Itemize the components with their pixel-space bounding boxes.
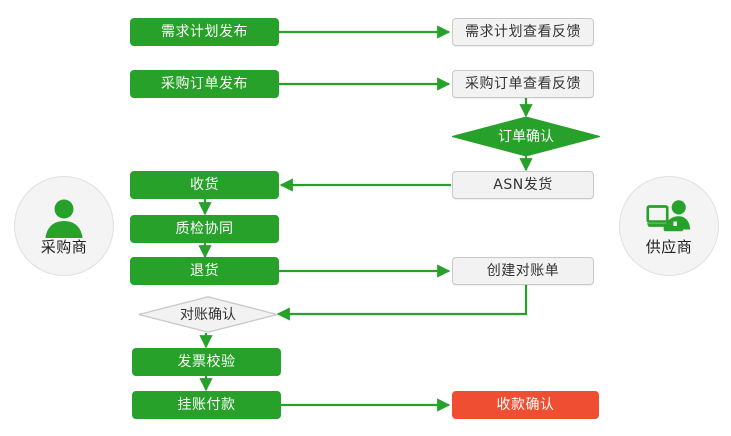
node-pending-payment[interactable]: 挂账付款 — [132, 391, 281, 419]
node-purchase-order-feedback-label: 采购订单查看反馈 — [465, 76, 581, 92]
node-demand-plan-publish-label: 需求计划发布 — [161, 24, 248, 40]
node-reconciliation-confirm-label: 对账确认 — [180, 306, 236, 323]
node-asn-shipment-label: ASN发货 — [493, 177, 553, 193]
node-invoice-check[interactable]: 发票校验 — [132, 348, 281, 376]
node-return-goods[interactable]: 退货 — [130, 257, 279, 285]
node-create-reconciliation[interactable]: 创建对账单 — [452, 257, 594, 285]
actor-buyer-label: 采购商 — [40, 238, 88, 256]
person-icon — [45, 199, 83, 238]
node-order-confirm[interactable]: 订单确认 — [452, 117, 600, 156]
node-demand-plan-publish[interactable]: 需求计划发布 — [130, 18, 279, 46]
node-demand-plan-feedback[interactable]: 需求计划查看反馈 — [452, 18, 594, 46]
actor-buyer[interactable]: 采购商 — [14, 176, 114, 276]
node-reconciliation-confirm[interactable]: 对账确认 — [138, 296, 278, 333]
node-invoice-check-label: 发票校验 — [177, 354, 236, 370]
node-receive-goods-label: 收货 — [190, 177, 219, 193]
node-create-reconciliation-label: 创建对账单 — [486, 263, 560, 279]
node-asn-shipment[interactable]: ASN发货 — [452, 171, 594, 199]
node-demand-plan-feedback-label: 需求计划查看反馈 — [465, 24, 581, 40]
person-at-computer-icon — [646, 200, 691, 232]
node-quality-collaboration-label: 质检协同 — [175, 221, 234, 237]
diamond-shape-order-confirm — [452, 117, 600, 156]
node-purchase-order-feedback[interactable]: 采购订单查看反馈 — [452, 70, 594, 98]
node-return-goods-label: 退货 — [190, 263, 219, 279]
actor-supplier[interactable]: 供应商 — [619, 176, 719, 276]
node-order-confirm-label: 订单确认 — [498, 128, 554, 145]
node-receipt-confirm-label: 收款确认 — [496, 397, 555, 413]
edge-create-reconciliation-to-reconciliation-confirm — [276, 285, 528, 321]
node-purchase-order-publish[interactable]: 采购订单发布 — [130, 70, 279, 98]
diamond-shape-reconciliation-confirm — [138, 296, 278, 333]
node-receive-goods[interactable]: 收货 — [130, 171, 279, 199]
node-pending-payment-label: 挂账付款 — [177, 397, 236, 413]
actor-supplier-label: 供应商 — [645, 238, 693, 256]
node-purchase-order-publish-label: 采购订单发布 — [161, 76, 248, 92]
node-quality-collaboration[interactable]: 质检协同 — [130, 215, 279, 243]
node-receipt-confirm[interactable]: 收款确认 — [452, 391, 599, 419]
